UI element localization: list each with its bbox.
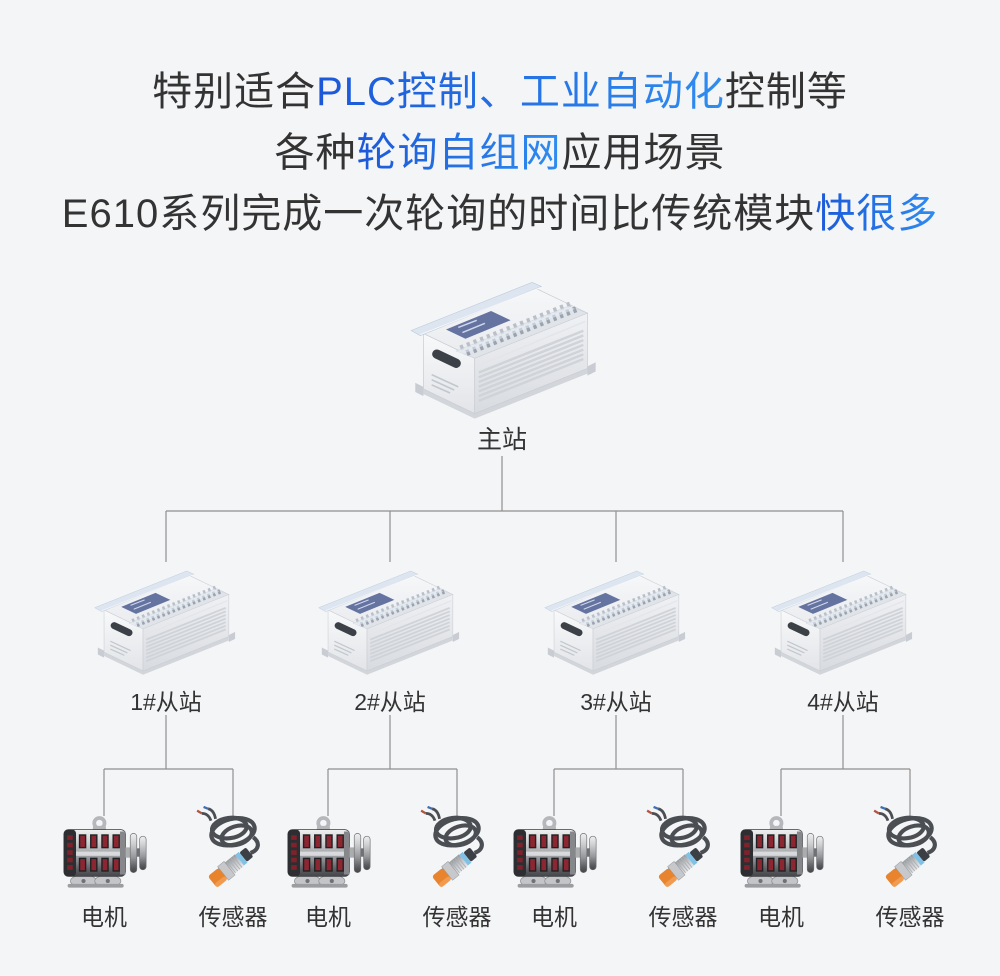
headline-line-3: E610系列完成一次轮询的时间比传统模块快很多 — [0, 184, 1000, 245]
master-label: 主站 — [476, 426, 527, 454]
slave3-sensor-image — [637, 806, 729, 898]
slave1-motor-label: 电机 — [81, 904, 127, 930]
slave3-label: 3#从站 — [580, 689, 652, 715]
slave2-plc-image — [314, 560, 470, 685]
slave1-label: 1#从站 — [130, 689, 202, 715]
slave1-branch-lines — [103, 715, 234, 816]
slave4-motor-label: 电机 — [758, 904, 804, 930]
master-plc-image — [405, 268, 610, 432]
slave4-sensor-image — [864, 806, 956, 898]
headline-2-post: 应用场景 — [561, 131, 726, 175]
headline-line-1: 特别适合PLC控制、工业自动化控制等 — [0, 62, 1000, 123]
slave2-motor-image — [282, 810, 376, 896]
headline-3-pre: E610系列完成一次轮询的时间比传统模块 — [61, 192, 816, 236]
slave2-label: 2#从站 — [354, 689, 426, 715]
slave4-branch-lines — [780, 715, 911, 816]
slave3-branch-lines — [553, 715, 684, 816]
slave4-sensor-label: 传感器 — [875, 904, 945, 930]
slave2-sensor-image — [411, 806, 503, 898]
page-title: 特别适合PLC控制、工业自动化控制等 各种轮询自组网应用场景 E610系列完成一… — [0, 62, 1000, 245]
headline-1-post: 控制等 — [724, 70, 848, 114]
slave-drop-lines — [165, 511, 844, 562]
slave1-sensor-image — [187, 806, 279, 898]
headline-2-highlight: 轮询自组网 — [356, 131, 562, 175]
slave4-label: 4#从站 — [807, 689, 879, 715]
slave4-motor-image — [735, 810, 829, 896]
headline-1-highlight: PLC控制、工业自动化 — [316, 70, 725, 114]
slave2-branch-lines — [327, 715, 458, 816]
slave3-motor-label: 电机 — [531, 904, 577, 930]
slave3-motor-image — [508, 810, 602, 896]
slave2-motor-label: 电机 — [305, 904, 351, 930]
slave1-motor-image — [58, 810, 152, 896]
headline-1-pre: 特别适合 — [152, 70, 317, 114]
slave2-sensor-label: 传感器 — [422, 904, 492, 930]
headline-3-highlight: 快很多 — [815, 192, 939, 236]
slave1-plc-image — [90, 560, 246, 685]
headline-2-pre: 各种 — [274, 131, 357, 175]
slave4-plc-image — [767, 560, 923, 685]
slave3-sensor-label: 传感器 — [648, 904, 718, 930]
headline-line-2: 各种轮询自组网应用场景 — [0, 123, 1000, 184]
slave1-sensor-label: 传感器 — [198, 904, 268, 930]
slave3-plc-image — [540, 560, 696, 685]
